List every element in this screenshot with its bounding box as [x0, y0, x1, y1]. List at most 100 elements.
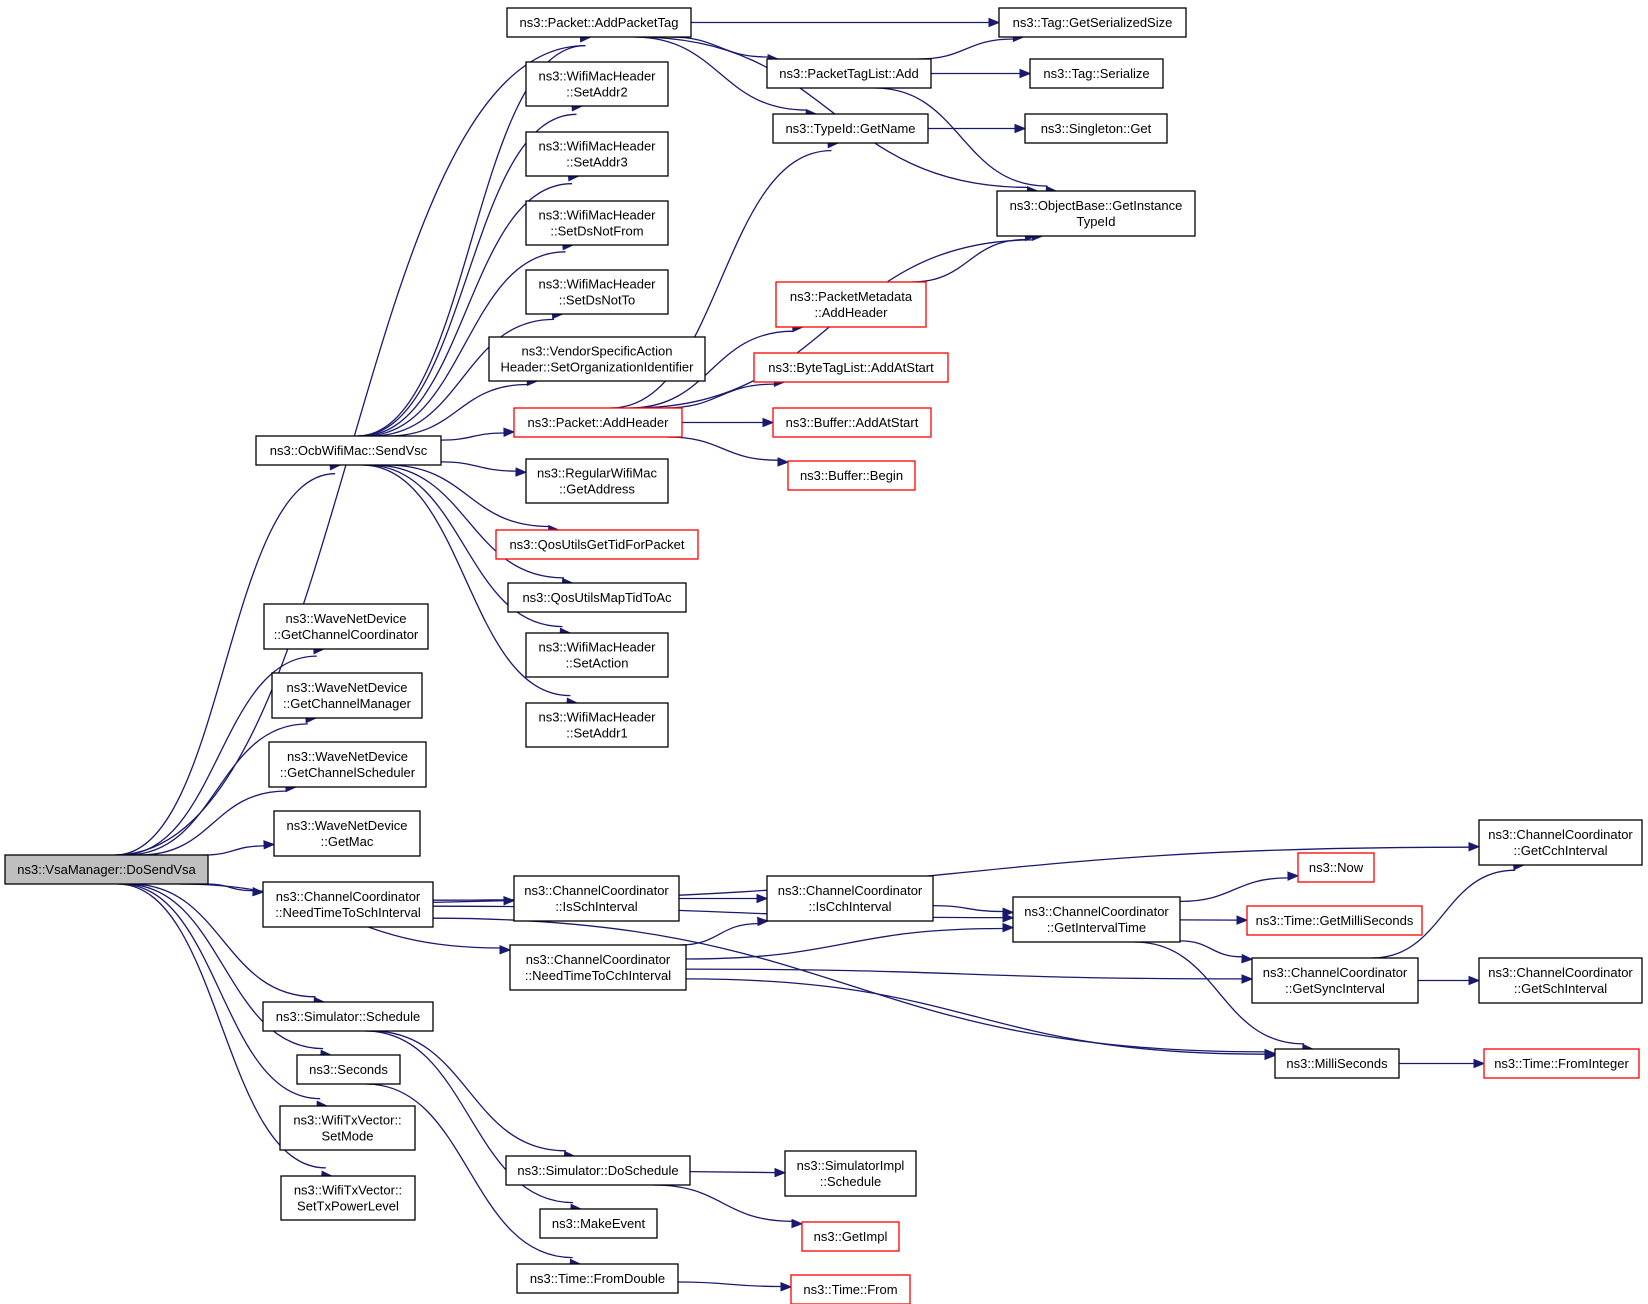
arrowhead-icon: [503, 895, 516, 906]
arrowhead-icon: [757, 916, 770, 927]
node-set-mode[interactable]: ns3::WifiTxVector::SetMode: [279, 1105, 416, 1151]
node-label: ns3::Time::GetMilliSeconds: [1256, 913, 1414, 928]
node-set-action[interactable]: ns3::WifiMacHeader::SetAction: [525, 632, 669, 678]
edge-packet-metadata-add-header-to-object-base-get-instance-type-id: [911, 231, 1037, 283]
node-get-interval-time[interactable]: ns3::ChannelCoordinator::GetIntervalTime: [1012, 896, 1181, 943]
node-set-addr2[interactable]: ns3::WifiMacHeader::SetAddr2: [525, 61, 669, 107]
edge-line: [664, 383, 775, 409]
node-label: ns3::ObjectBase::GetInstance: [1010, 198, 1183, 213]
node-set-ds-not-from[interactable]: ns3::WifiMacHeader::SetDsNotFrom: [525, 200, 669, 246]
node-label: ns3::ByteTagList::AddAtStart: [768, 360, 934, 375]
node-get-channel-coordinator[interactable]: ns3::WaveNetDevice::GetChannelCoordinato…: [263, 603, 429, 650]
node-label: ns3::PacketTagList::Add: [779, 66, 918, 81]
node-set-addr3[interactable]: ns3::WifiMacHeader::SetAddr3: [525, 131, 669, 177]
node-packet-tag-list-add[interactable]: ns3::PacketTagList::Add: [766, 58, 932, 89]
node-get-sch-interval[interactable]: ns3::ChannelCoordinator::GetSchInterval: [1478, 957, 1643, 1004]
node-box: [525, 131, 669, 177]
node-label: ::SetDsNotTo: [559, 293, 636, 308]
node-qos-get-tid[interactable]: ns3::QosUtilsGetTidForPacket: [495, 529, 699, 560]
node-get-cch-interval[interactable]: ns3::ChannelCoordinator::GetCchInterval: [1478, 819, 1643, 866]
node-root[interactable]: ns3::VsaManager::DoSendVsa: [4, 854, 209, 885]
edge-need-time-to-sch-to-is-sch-interval: [432, 895, 516, 906]
node-add-packet-tag[interactable]: ns3::Packet::AddPacketTag: [506, 7, 692, 38]
node-buffer-begin[interactable]: ns3::Buffer::Begin: [787, 460, 916, 491]
node-label: TypeId: [1076, 214, 1115, 229]
node-time-from-double[interactable]: ns3::Time::FromDouble: [516, 1263, 679, 1294]
node-set-tx-power-level[interactable]: ns3::WifiTxVector::SetTxPowerLevel: [280, 1175, 416, 1221]
node-is-cch-interval[interactable]: ns3::ChannelCoordinator::IsCchInterval: [766, 875, 934, 922]
node-tag-get-serialized-size[interactable]: ns3::Tag::GetSerializedSize: [998, 7, 1187, 38]
node-type-id-get-name[interactable]: ns3::TypeId::GetName: [772, 113, 929, 144]
node-box: [772, 113, 929, 144]
node-send-vsc[interactable]: ns3::OcbWifiMac::SendVsc: [255, 435, 442, 466]
node-label: ns3::Seconds: [309, 1062, 388, 1077]
node-time-from[interactable]: ns3::Time::From: [790, 1274, 911, 1304]
node-label: ns3::WifiMacHeader: [538, 69, 656, 84]
edge-line: [874, 87, 1048, 187]
node-label: ns3::WifiMacHeader: [538, 208, 656, 223]
edge-line: [206, 883, 254, 892]
edge-line: [114, 473, 336, 856]
node-label: ::GetChannelManager: [283, 696, 412, 711]
node-label: ns3::RegularWifiMac: [537, 466, 657, 481]
node-buffer-add-at-start[interactable]: ns3::Buffer::AddAtStart: [772, 407, 932, 438]
node-box: [801, 1221, 900, 1252]
node-get-address[interactable]: ns3::RegularWifiMac::GetAddress: [525, 458, 669, 504]
node-need-time-to-cch[interactable]: ns3::ChannelCoordinator::NeedTimeToCchIn…: [509, 944, 687, 991]
node-label: SetTxPowerLevel: [297, 1199, 399, 1214]
node-box: [525, 200, 669, 246]
node-milli-seconds[interactable]: ns3::MilliSeconds: [1274, 1048, 1400, 1079]
node-set-addr1[interactable]: ns3::WifiMacHeader::SetAddr1: [525, 702, 669, 748]
node-label: ::GetChannelScheduler: [280, 765, 416, 780]
node-get-channel-scheduler[interactable]: ns3::WaveNetDevice::GetChannelScheduler: [268, 741, 427, 788]
node-get-sync-interval[interactable]: ns3::ChannelCoordinator::GetSyncInterval: [1251, 957, 1419, 1004]
node-make-event[interactable]: ns3::MakeEvent: [539, 1208, 658, 1239]
node-simulator-do-schedule[interactable]: ns3::Simulator::DoSchedule: [505, 1155, 691, 1186]
arrowhead-icon: [515, 467, 528, 477]
node-box: [784, 1150, 917, 1197]
arrowhead-icon: [791, 1218, 804, 1229]
function-nodes: ns3::VsaManager::DoSendVsa ns3::Packet::A…: [4, 7, 1643, 1304]
edge-packet-add-header-to-buffer-add-at-start: [682, 417, 775, 428]
node-qos-map-tid[interactable]: ns3::QosUtilsMapTidToAc: [507, 582, 687, 613]
node-label: ns3::Buffer::Begin: [800, 468, 903, 483]
node-packet-metadata-add-header[interactable]: ns3::PacketMetadata::AddHeader: [775, 281, 927, 328]
node-get-channel-manager[interactable]: ns3::WaveNetDevice::GetChannelManager: [271, 672, 423, 719]
edge-line: [120, 655, 317, 856]
node-box: [766, 58, 932, 89]
edge-line: [918, 38, 1014, 60]
node-set-ds-not-to[interactable]: ns3::WifiMacHeader::SetDsNotTo: [525, 269, 669, 315]
node-tag-serialize[interactable]: ns3::Tag::Serialize: [1029, 58, 1164, 89]
edge-line: [1179, 940, 1243, 958]
node-need-time-to-sch[interactable]: ns3::ChannelCoordinator::NeedTimeToSchIn…: [262, 881, 434, 928]
node-box: [255, 435, 442, 466]
edge-line: [932, 904, 1004, 913]
node-simulator-schedule[interactable]: ns3::Simulator::Schedule: [262, 1001, 434, 1032]
node-get-impl[interactable]: ns3::GetImpl: [801, 1221, 900, 1252]
node-label: ::SetAddr1: [566, 726, 627, 741]
node-label: ns3::MilliSeconds: [1286, 1056, 1388, 1071]
edge-line: [387, 383, 528, 437]
node-now[interactable]: ns3::Now: [1297, 852, 1375, 883]
node-singleton-get[interactable]: ns3::Singleton::Get: [1024, 113, 1168, 144]
node-seconds[interactable]: ns3::Seconds: [296, 1054, 401, 1085]
node-byte-tag-list-add-at-start[interactable]: ns3::ByteTagList::AddAtStart: [753, 352, 949, 383]
node-get-mac[interactable]: ns3::WaveNetDevice::GetMac: [273, 810, 421, 857]
node-label: ns3::Time::From: [803, 1282, 897, 1297]
node-is-sch-interval[interactable]: ns3::ChannelCoordinator::IsSchInterval: [513, 875, 680, 922]
node-box: [1012, 896, 1181, 943]
arrowhead-icon: [263, 840, 276, 850]
node-set-organization-identifier[interactable]: ns3::VendorSpecificActionHeader::SetOrga…: [488, 336, 706, 382]
node-time-get-milli-seconds[interactable]: ns3::Time::GetMilliSeconds: [1246, 905, 1423, 936]
node-simulator-impl-schedule[interactable]: ns3::SimulatorImpl::Schedule: [784, 1150, 917, 1197]
node-label: ::SetDsNotFrom: [550, 224, 643, 239]
node-box: [525, 702, 669, 748]
node-time-from-integer[interactable]: ns3::Time::FromInteger: [1483, 1048, 1640, 1079]
node-label: ns3::Now: [1309, 860, 1364, 875]
node-label: ns3::WaveNetDevice: [286, 611, 407, 626]
edge-simulator-do-schedule-to-get-impl: [653, 1184, 804, 1229]
node-packet-add-header[interactable]: ns3::Packet::AddHeader: [513, 407, 683, 438]
node-label: ::GetMac: [321, 834, 374, 849]
